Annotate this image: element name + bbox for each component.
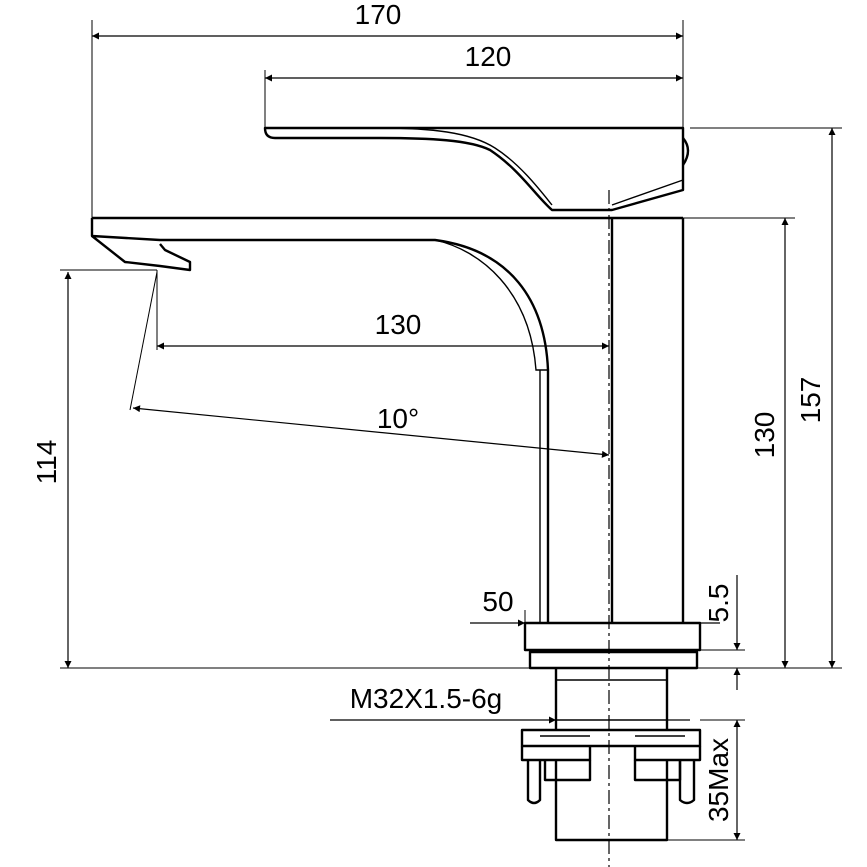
dimension-overall-width: 170	[91, 0, 684, 218]
dim-label-114: 114	[31, 440, 62, 485]
dim-label-170: 170	[355, 0, 402, 30]
dim-label-5-5: 5.5	[703, 584, 734, 623]
dimension-spout-angle: 10°	[129, 271, 610, 458]
dim-label-thread: M32X1.5-6g	[350, 683, 503, 714]
dimension-overall-height: 157	[690, 127, 842, 668]
dimension-body-height: 130	[683, 217, 795, 668]
dimension-max-deck-thickness: 35Max	[667, 719, 745, 841]
dim-label-130-reach: 130	[375, 309, 422, 340]
dim-label-130-body: 130	[749, 412, 780, 459]
dimension-thread: M32X1.5-6g	[330, 683, 690, 724]
dim-label-10-deg: 10°	[377, 403, 419, 434]
dim-label-50: 50	[482, 586, 513, 617]
dimension-handle-length: 120	[264, 41, 683, 128]
dimension-base-diameter: 50	[470, 586, 720, 650]
dimension-spout-height: 114	[31, 269, 157, 668]
dim-label-120: 120	[465, 41, 512, 72]
dim-label-157: 157	[795, 377, 826, 424]
dimension-base-thickness: 5.5	[700, 575, 745, 690]
dimension-spout-reach: 130	[156, 270, 609, 350]
dim-label-35max: 35Max	[703, 738, 734, 822]
